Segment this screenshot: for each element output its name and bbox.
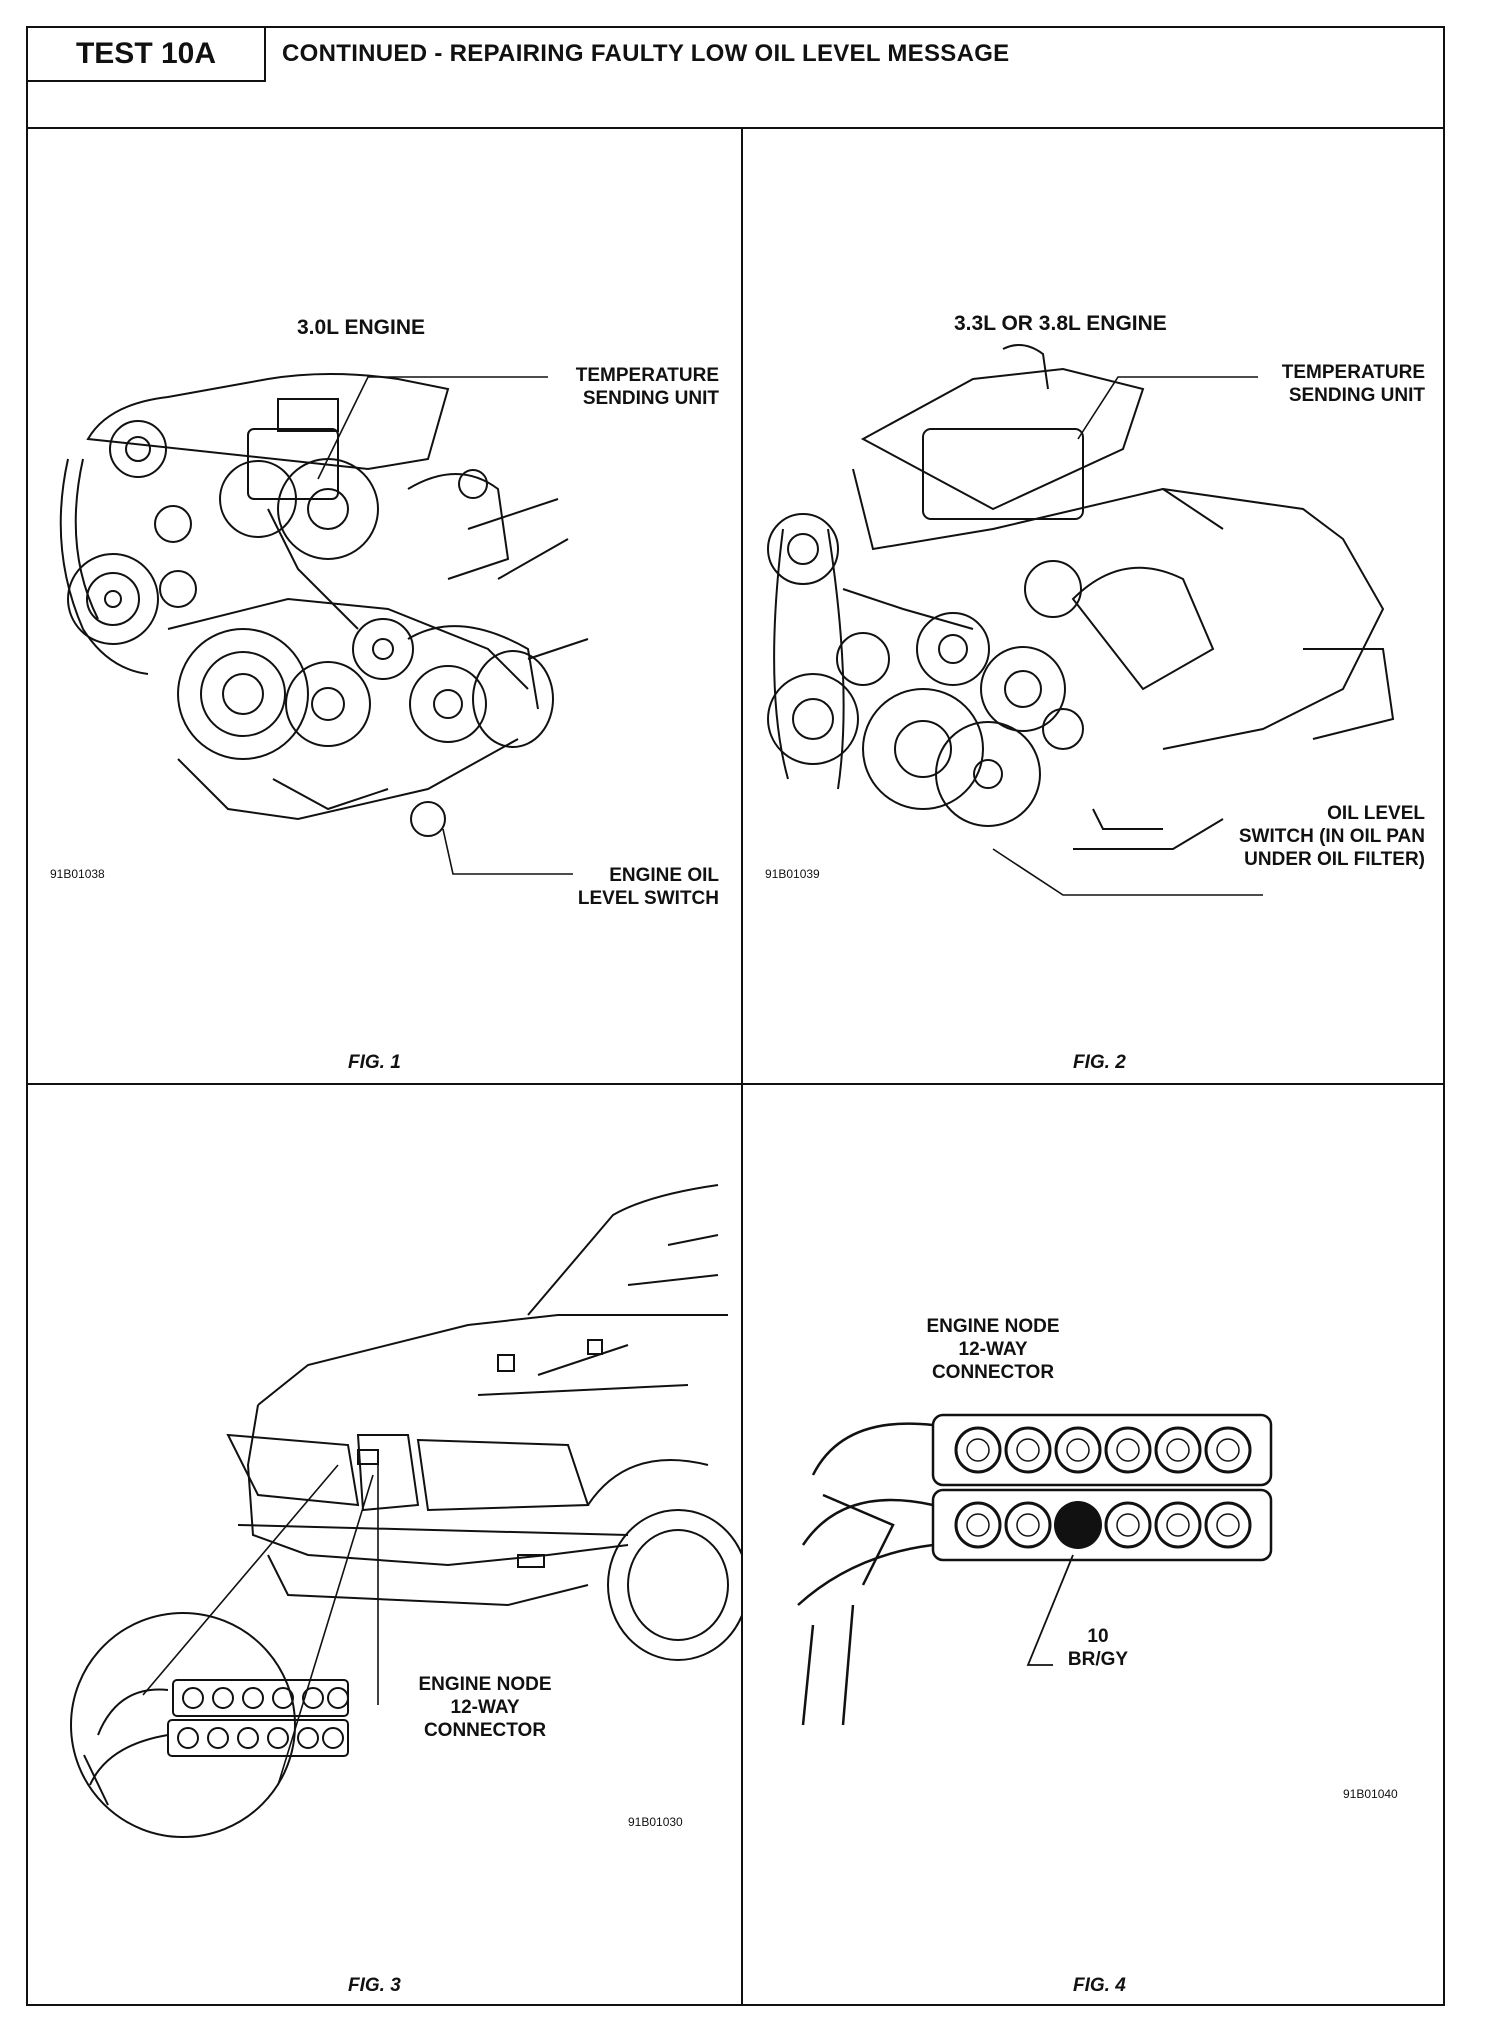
fig2-panel: 3.3L OR 3.8L ENGINE	[743, 129, 1447, 1083]
page-title: CONTINUED - REPAIRING FAULTY LOW OIL LEV…	[282, 40, 1010, 67]
fig3-vehicle-illustration	[70, 1184, 741, 1838]
fig1-engine-title: 3.0L ENGINE	[297, 316, 425, 339]
fig3-connector-label: ENGINE NODE 12-WAY CONNECTOR	[418, 1674, 552, 1741]
fig4-connector-pins	[954, 1426, 1252, 1549]
fig2-temp-sensor-label: TEMPERATURE SENDING UNIT	[1281, 362, 1425, 406]
fig2-drawing-code: 91B01039	[765, 867, 820, 881]
fig2-engine-title: 3.3L OR 3.8L ENGINE	[954, 312, 1167, 335]
fig4-panel: ENGINE NODE 12-WAY CONNECTOR	[743, 1085, 1447, 2006]
fig4-caption: FIG. 4	[1073, 1975, 1126, 1996]
fig2-engine-illustration	[767, 344, 1395, 896]
fig4-pin-label: 10 BR/GY	[1067, 1626, 1129, 1670]
fig3-panel: ENGINE NODE 12-WAY CONNECTOR 91B01030 FI…	[28, 1085, 741, 2006]
fig1-caption: FIG. 1	[348, 1052, 401, 1073]
panel-divider-vertical	[741, 129, 743, 2006]
fig4-highlighted-pin-10	[1054, 1501, 1102, 1549]
fig4-drawing-code: 91B01040	[1343, 1787, 1398, 1801]
fig1-oil-switch-label: ENGINE OIL LEVEL SWITCH	[577, 865, 719, 909]
fig1-panel: 3.0L ENGINE	[28, 129, 741, 1083]
fig3-connector-magnifier	[70, 1612, 296, 1838]
fig4-connector-illustration	[797, 1413, 1273, 1726]
test-page-frame: TEST 10A CONTINUED - REPAIRING FAULTY LO…	[26, 26, 1445, 2006]
fig4-connector-label: ENGINE NODE 12-WAY CONNECTOR	[926, 1316, 1060, 1383]
fig3-drawing-code: 91B01030	[628, 1815, 683, 1829]
fig2-oil-switch-label: OIL LEVEL SWITCH (IN OIL PAN UNDER OIL F…	[1238, 803, 1425, 870]
fig1-temp-sensor-label: TEMPERATURE SENDING UNIT	[575, 365, 719, 409]
fig2-caption: FIG. 2	[1073, 1052, 1126, 1073]
fig1-drawing-code: 91B01038	[50, 867, 105, 881]
page-header: TEST 10A CONTINUED - REPAIRING FAULTY LO…	[28, 28, 1443, 129]
test-number-box: TEST 10A	[28, 28, 266, 82]
fig3-caption: FIG. 3	[348, 1975, 401, 1996]
fig1-engine-illustration	[59, 373, 589, 875]
fig3-connector-pins	[177, 1687, 349, 1749]
panel-divider-horizontal	[28, 1083, 1443, 1085]
